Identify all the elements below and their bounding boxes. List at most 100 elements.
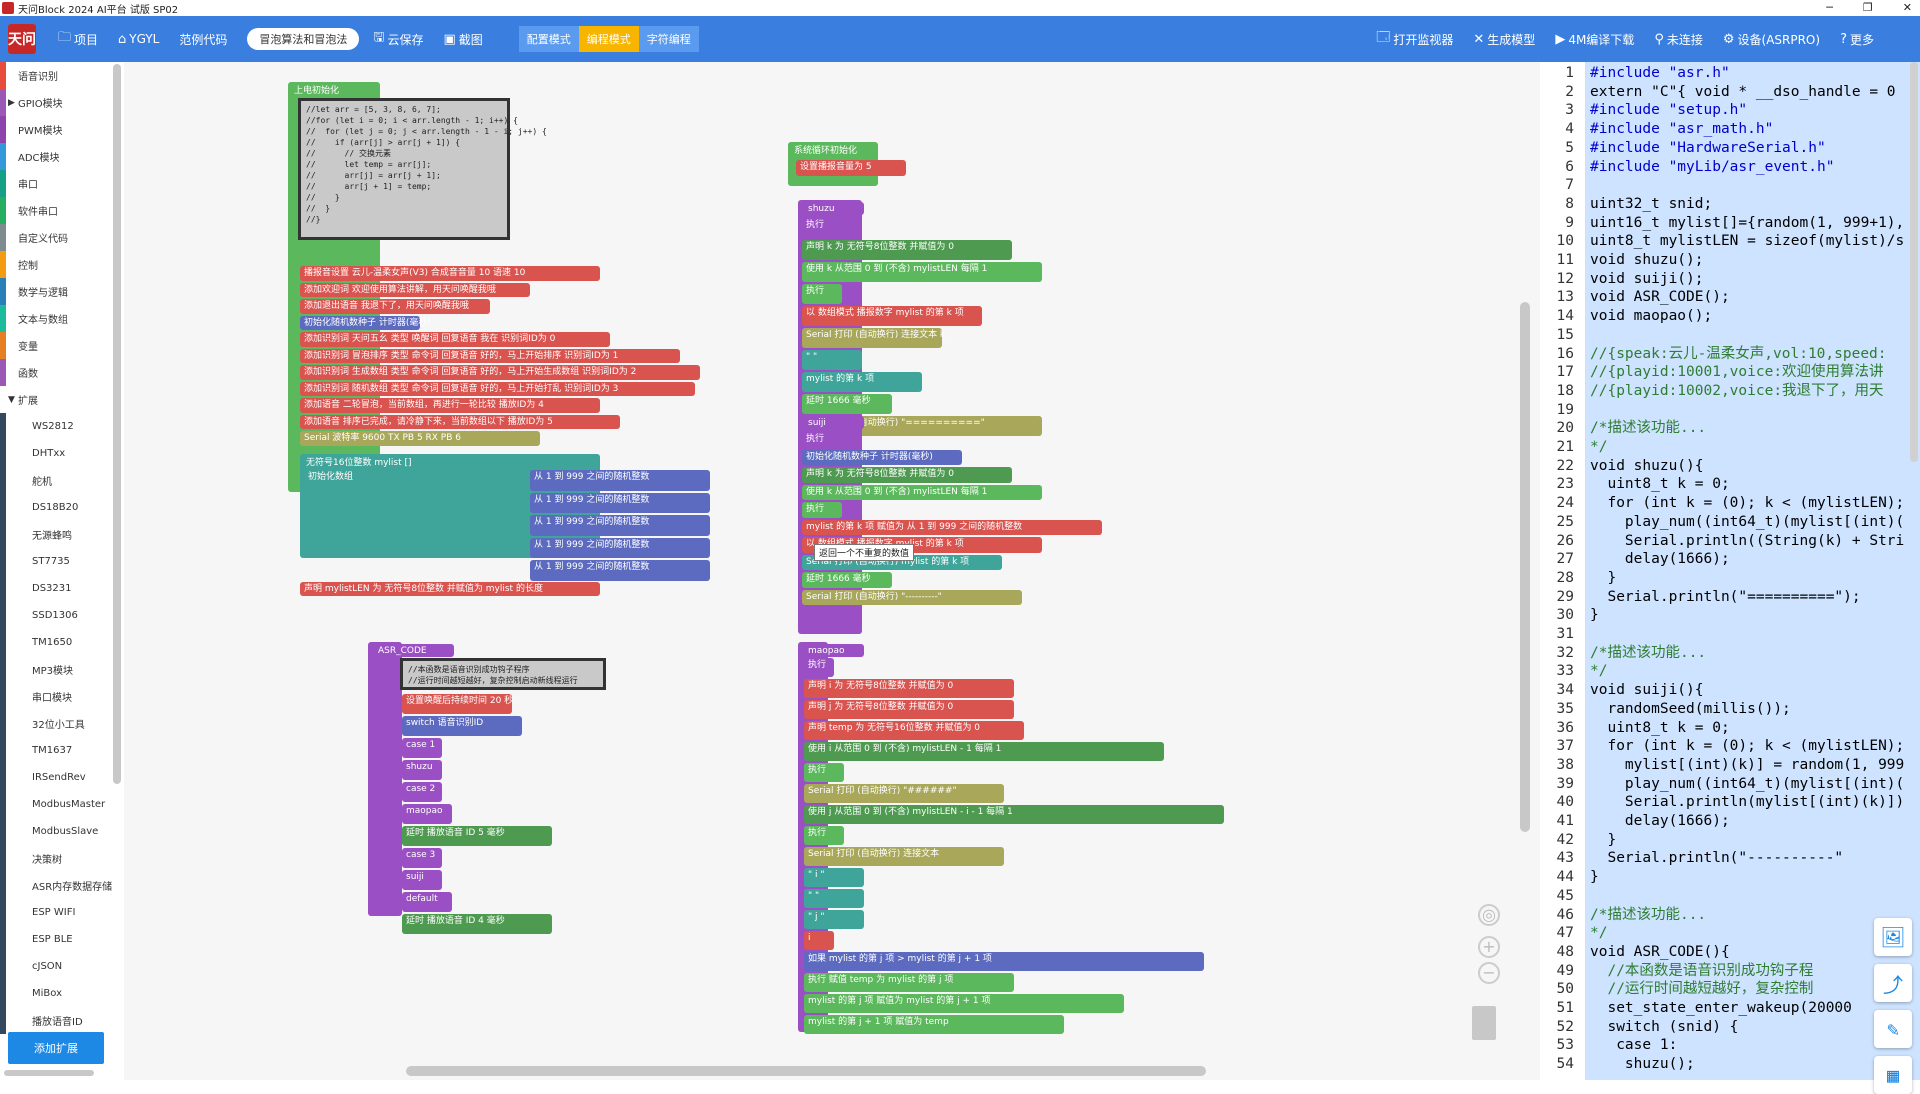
sidebar-category-14[interactable]: DHTxx	[0, 440, 124, 467]
block-row[interactable]: switch 语音识别ID	[402, 716, 522, 736]
sidebar-category-2[interactable]: PWM模块	[0, 116, 124, 143]
toolbar-item-1[interactable]: ▣截图	[443, 31, 482, 48]
sidebar-category-3[interactable]: ADC模块	[0, 143, 124, 170]
block-row[interactable]: 执行	[802, 284, 842, 304]
block-row[interactable]: Serial 打印 (自动换行) "######"	[804, 784, 1004, 803]
sidebar-category-16[interactable]: DS18B20	[0, 494, 124, 521]
block-row[interactable]: " i "	[804, 868, 864, 887]
sidebar-category-10[interactable]: 变量	[0, 332, 124, 359]
block-row[interactable]: 添加退出语音 我退下了，用天问唤醒我哦	[300, 299, 490, 314]
block-row[interactable]: 执行	[804, 763, 844, 782]
sidebar-category-35[interactable]: 播放语音ID	[0, 1007, 124, 1034]
block-row[interactable]: 添加语音 排序已完成，请冷静下来，当前数组以下 播放ID为 5	[300, 414, 620, 429]
sidebar-category-20[interactable]: SSD1306	[0, 602, 124, 629]
sidebar-category-23[interactable]: 串口模块	[0, 683, 124, 710]
set-volume-block[interactable]: 设置播报音量为 5	[796, 160, 906, 176]
block-row[interactable]: Serial 波特率 9600 TX PB 5 RX PB 6	[300, 431, 540, 446]
sidebar-category-26[interactable]: IRSendRev	[0, 764, 124, 791]
block-row[interactable]: 添加语音 二轮冒泡，当前数组，再进行一轮比较 播放ID为 4	[300, 398, 600, 413]
block-row[interactable]: " j "	[804, 910, 864, 929]
mode-tab-2[interactable]: 字符编程	[638, 26, 699, 52]
block-row[interactable]: 初始化随机数种子 计时器(毫秒)	[300, 315, 431, 330]
zoom-in-icon[interactable]: +	[1478, 936, 1500, 958]
mode-tab-1[interactable]: 编程模式	[578, 26, 639, 52]
sidebar-category-19[interactable]: DS3231	[0, 575, 124, 602]
toolbar-item-2[interactable]: 范例代码	[179, 31, 227, 48]
center-view-icon[interactable]: ◎	[1478, 904, 1500, 926]
close-button[interactable]: ✕	[1902, 1, 1912, 14]
block-row[interactable]: 使用 k 从范围 0 到 (不含) mylistLEN 每隔 1	[802, 484, 1042, 500]
code-scrollbar[interactable]	[1910, 62, 1918, 462]
sidebar-category-28[interactable]: ModbusSlave	[0, 818, 124, 845]
sidebar-category-21[interactable]: TM1650	[0, 629, 124, 656]
sidebar-category-7[interactable]: 控制	[0, 251, 124, 278]
block-row[interactable]: " "	[802, 350, 862, 370]
project-name-field[interactable]: 冒泡算法和冒泡法	[247, 28, 360, 50]
block-row[interactable]: 从 1 到 999 之间的随机整数	[530, 537, 710, 558]
block-row[interactable]: 设置唤醒后持续时间 20 秒	[402, 694, 513, 714]
minimize-button[interactable]: ─	[1826, 1, 1833, 14]
block-row[interactable]: 从 1 到 999 之间的随机整数	[530, 492, 710, 513]
block-row[interactable]: 添加识别词 冒泡排序 类型 命令词 回复语音 好的，马上开始排序 识别词ID为 …	[300, 348, 680, 363]
block-row[interactable]: 声明 temp 为 无符号16位整数 并赋值为 0	[804, 721, 1024, 740]
sidebar-category-11[interactable]: 函数	[0, 359, 124, 386]
toolbar-item-0[interactable]: 🖫云保存	[373, 28, 423, 50]
block-row[interactable]: 执行 赋值 temp 为 mylist 的第 j 项	[804, 973, 1014, 992]
block-row[interactable]: 添加欢迎词 欢迎使用算法讲解，用天问唤醒我哦	[300, 282, 530, 297]
sidebar-category-9[interactable]: 文本与数组	[0, 305, 124, 332]
block-row[interactable]: 从 1 到 999 之间的随机整数	[530, 470, 710, 491]
block-row[interactable]: case 3	[402, 848, 442, 868]
sidebar-category-8[interactable]: 数学与逻辑	[0, 278, 124, 305]
block-row[interactable]: 延时 播放语音 ID 5 毫秒	[402, 826, 552, 846]
sidebar-category-33[interactable]: cJSON	[0, 953, 124, 980]
block-row[interactable]: mylist 的第 k 项	[802, 372, 922, 392]
block-row[interactable]: 声明 j 为 无符号8位整数 并赋值为 0	[804, 700, 1014, 719]
block-row[interactable]: 使用 j 从范围 0 到 (不含) mylistLEN - i - 1 每隔 1	[804, 805, 1224, 824]
block-row[interactable]: 以 数组模式 播报数字 mylist 的第 k 项	[802, 306, 982, 326]
block-row[interactable]: 执行	[802, 432, 832, 448]
edit-icon[interactable]: ✎	[1874, 1010, 1912, 1048]
block-row[interactable]: mylist 的第 k 项 赋值为 从 1 到 999 之间的随机整数	[802, 519, 1102, 535]
sidebar-category-1[interactable]: ▶GPIO模块	[0, 89, 124, 116]
zoom-out-icon[interactable]: −	[1478, 962, 1500, 984]
sidebar-category-6[interactable]: 自定义代码	[0, 224, 124, 251]
asr-code-function-block[interactable]	[368, 642, 402, 916]
block-row[interactable]: Serial 打印 (自动换行) 连接文本 k	[802, 328, 945, 348]
mode-tab-0[interactable]: 配置模式	[518, 26, 579, 52]
trash-icon[interactable]	[1472, 1006, 1496, 1040]
sidebar-category-24[interactable]: 32位小工具	[0, 710, 124, 737]
block-row[interactable]: 声明 i 为 无符号8位整数 并赋值为 0	[804, 679, 1014, 698]
add-extension-button[interactable]: 添加扩展	[8, 1032, 104, 1064]
block-row[interactable]: 从 1 到 999 之间的随机整数	[530, 560, 710, 581]
init-comment-block[interactable]: //let arr = [5, 3, 8, 6, 7]; //for (let …	[298, 98, 547, 240]
block-row[interactable]: default	[402, 892, 452, 912]
block-row[interactable]: maopao	[402, 804, 452, 824]
block-row[interactable]: 添加识别词 天问五幺 类型 唤醒词 回复语音 我在 识别词ID为 0	[300, 332, 610, 347]
block-row[interactable]: 如果 mylist 的第 j 项 > mylist 的第 j + 1 项	[804, 952, 1204, 971]
share-icon[interactable]: ⤴	[1874, 964, 1912, 1002]
block-row[interactable]: Serial 打印 (自动换行) 连接文本	[804, 847, 1004, 866]
block-row[interactable]: 执行	[804, 658, 834, 677]
sidebar-category-5[interactable]: 软件串口	[0, 197, 124, 224]
expand-arrow-icon[interactable]: ▶	[8, 97, 15, 108]
block-row[interactable]: 执行	[804, 826, 844, 845]
block-row[interactable]: mylist 的第 j + 1 项 赋值为 temp	[804, 1015, 1064, 1034]
toolbar-right-item-3[interactable]: ⚲未连接	[1654, 31, 1703, 48]
toolbar-item-1[interactable]: ⌂YGYL	[118, 32, 159, 47]
block-row[interactable]: i	[804, 931, 834, 950]
block-row[interactable]: suiji	[402, 870, 442, 890]
panel-divider[interactable]	[1540, 62, 1548, 1080]
block-row[interactable]: 初始化随机数种子 计时器(毫秒)	[802, 449, 962, 465]
workspace-vertical-scrollbar[interactable]	[1520, 302, 1530, 832]
sidebar-category-25[interactable]: TM1637	[0, 737, 124, 764]
block-row[interactable]: " "	[804, 889, 864, 908]
qrcode-icon[interactable]: ▦	[1874, 1056, 1912, 1094]
sidebar-category-34[interactable]: MiBox	[0, 980, 124, 1007]
sidebar-category-13[interactable]: WS2812	[0, 413, 124, 440]
block-row[interactable]: Serial 打印 (自动换行) "----------"	[802, 589, 1022, 605]
block-row[interactable]: 延时 播放语音 ID 4 毫秒	[402, 914, 552, 934]
block-row[interactable]: shuzu	[402, 760, 442, 780]
toolbar-item-0[interactable]: 🗀项目	[58, 28, 98, 50]
sidebar-category-29[interactable]: 决策树	[0, 845, 124, 872]
